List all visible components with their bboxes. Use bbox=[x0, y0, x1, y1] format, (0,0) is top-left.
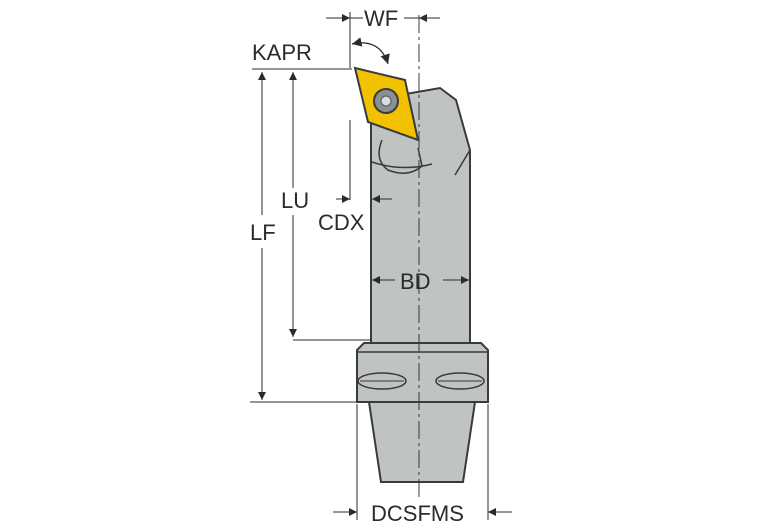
label-bd: BD bbox=[400, 269, 431, 294]
label-wf: WF bbox=[364, 6, 398, 31]
label-lu: LU bbox=[281, 188, 309, 213]
label-lf: LF bbox=[250, 220, 276, 245]
label-dcsfms: DCSFMS bbox=[371, 501, 464, 523]
taper-shank bbox=[367, 401, 477, 483]
label-cdx: CDX bbox=[318, 210, 365, 235]
label-kapr: KAPR bbox=[252, 40, 312, 65]
